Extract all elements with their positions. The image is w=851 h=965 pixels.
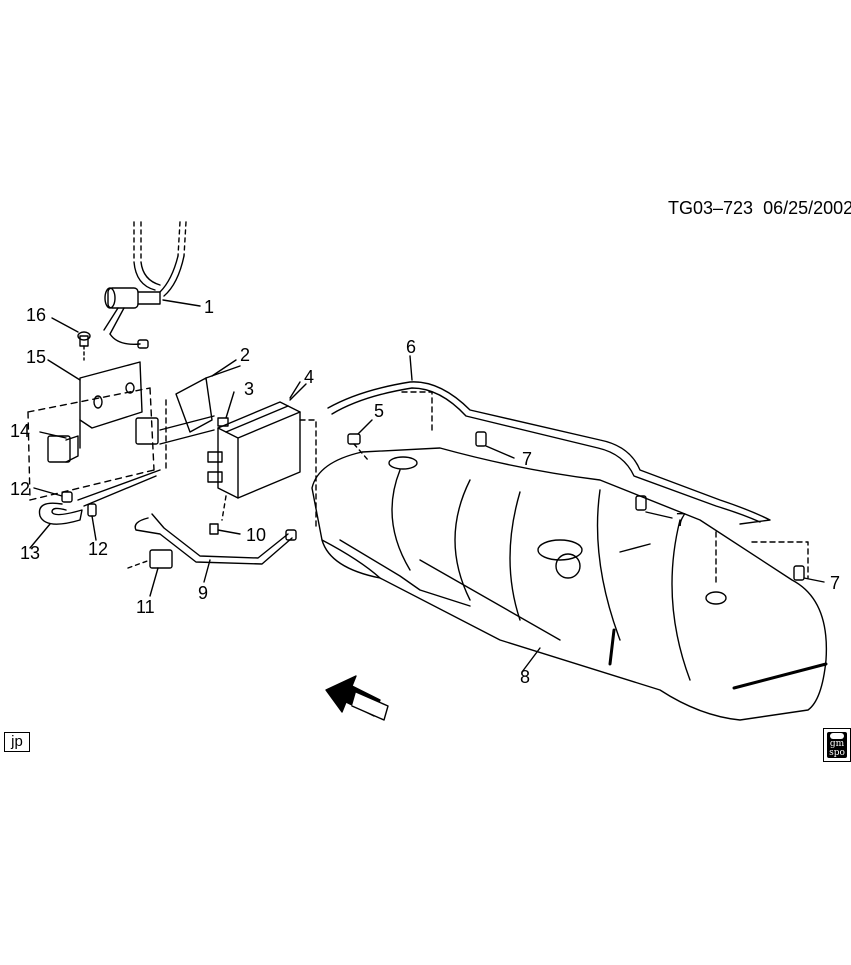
drawing-number: TG03–723: [668, 198, 754, 218]
callout-8: 8: [520, 667, 531, 687]
cap-and-clips: [347, 419, 825, 583]
callout-12: 12: [88, 539, 109, 559]
vent-hose: [29, 487, 97, 549]
evap-pipe: [127, 513, 297, 597]
callout-9: 9: [198, 583, 209, 603]
callout-4: 4: [304, 367, 315, 387]
callout-11: 11: [136, 597, 155, 617]
fuel-filter: [103, 221, 201, 349]
drawing-date: 06/25/2002: [763, 198, 851, 218]
leader-lines: [211, 359, 301, 399]
illustrator-initials-box: jp: [4, 732, 30, 752]
front-direction-arrow: [325, 675, 389, 721]
bolt-16: [51, 317, 91, 361]
logo-text-spo: spo: [829, 748, 845, 758]
callout-10: 10: [246, 525, 267, 545]
callout-6: 6: [406, 337, 417, 357]
callout-2: 2: [240, 345, 251, 365]
callout-7: 7: [676, 510, 687, 530]
vent-line: [327, 355, 809, 583]
callout-1: 1: [204, 297, 215, 317]
callout-7: 7: [830, 573, 841, 593]
callout-3: 3: [244, 379, 255, 399]
canister-bracket: [77, 365, 241, 507]
callout-14: 14: [10, 421, 31, 441]
mounting-bracket: [27, 359, 155, 501]
evap-canister: [207, 383, 317, 531]
fuel-tank: [311, 447, 828, 721]
callout-12: 12: [10, 479, 31, 499]
callout-13: 13: [20, 543, 41, 563]
callout-15: 15: [26, 347, 47, 367]
drawing-id-label: TG03–723 06/25/2002: [668, 198, 851, 218]
bolt-3: [217, 391, 235, 427]
gm-spo-logo: gm spo: [823, 728, 851, 762]
logo-cap-shape: [830, 733, 844, 739]
callout-16: 16: [26, 305, 47, 325]
callout-7: 7: [522, 449, 533, 469]
callout-5: 5: [374, 401, 385, 421]
logo-text-gm: gm: [829, 739, 845, 749]
